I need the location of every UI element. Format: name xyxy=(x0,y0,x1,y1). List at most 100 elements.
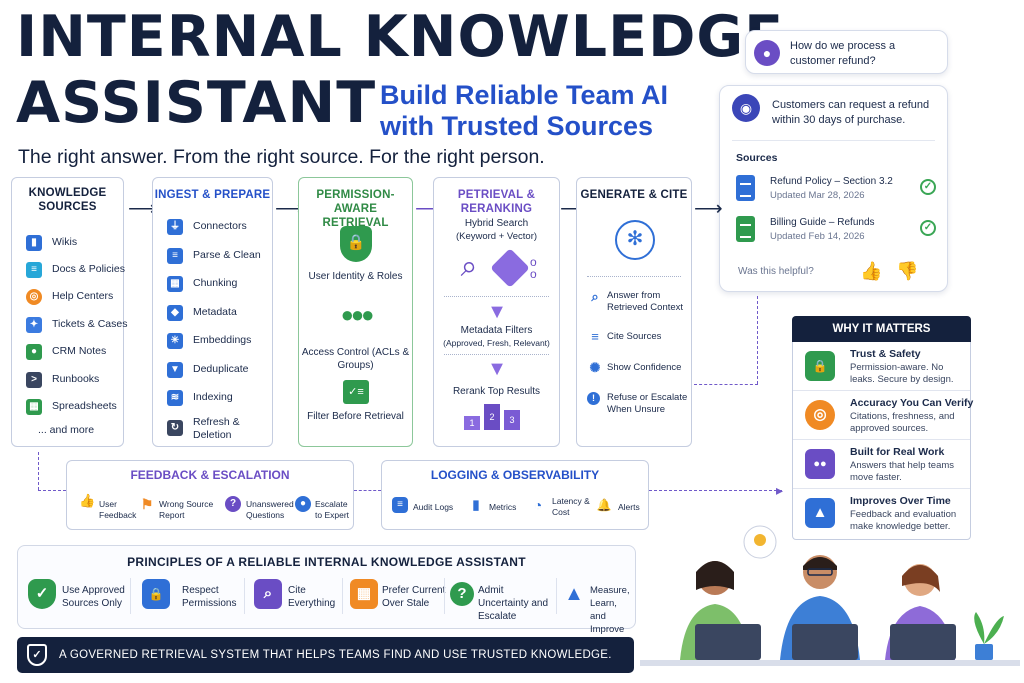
funnel-icon: ▼ xyxy=(487,358,507,380)
rank-bar: 2 xyxy=(484,404,500,430)
shield-lock-icon: 🔒 xyxy=(340,226,372,262)
why-row-title: Accuracy You Can Verify xyxy=(850,397,974,409)
dashed-connector xyxy=(649,490,782,491)
check-icon: ✓ xyxy=(920,179,936,195)
checklist-icon: ✓≡ xyxy=(343,380,369,404)
document-icon: ≡ xyxy=(167,248,183,264)
item-label: Wikis xyxy=(52,236,78,248)
generate-step: ! Refuse or Escalate When Unsure xyxy=(587,390,697,418)
source-item[interactable]: Billing Guide – Refunds Updated Feb 14, … xyxy=(736,216,936,244)
generate-step: ✺ Show Confidence xyxy=(587,359,697,379)
why-row-desc: Permission-aware. No leaks. Secure by de… xyxy=(850,362,954,385)
logging-item-label: Alerts xyxy=(618,502,640,512)
dashed-connector xyxy=(757,296,758,384)
person-hair xyxy=(696,561,734,590)
funnel-icon: ▼ xyxy=(487,301,507,323)
access-control-label: Access Control (ACLs & Groups) xyxy=(301,347,410,371)
hybrid-search-sub: (Keyword + Vector) xyxy=(455,231,538,242)
divider xyxy=(732,140,935,141)
tag-icon: ◆ xyxy=(167,305,183,321)
ingest-step: ▼ Deduplicate xyxy=(167,361,277,381)
knowledge-sources-title: KNOWLEDGE SOURCES xyxy=(28,187,107,213)
target-icon: ◎ xyxy=(805,400,835,430)
bell-icon: 🔔 xyxy=(596,498,612,512)
dashed-connector xyxy=(38,490,66,491)
bulb-icon: ✺ xyxy=(589,360,601,375)
item-label: Refresh & Deletion xyxy=(193,416,240,441)
generate-step: ⌕ Answer from Retrieved Context xyxy=(587,288,697,316)
ingest-title: INGEST & PREPARE xyxy=(154,189,271,201)
item-label: Spreadsheets xyxy=(52,400,117,412)
chart-icon: ▲ xyxy=(805,498,835,528)
source-title: Billing Guide – Refunds xyxy=(770,217,875,228)
item-label: CRM Notes xyxy=(52,345,107,357)
source-type-item: > Runbooks xyxy=(26,371,136,391)
user-avatar-icon: ● xyxy=(754,40,780,66)
vector-cube-icon xyxy=(490,248,530,288)
sources-heading: Sources xyxy=(736,152,778,164)
permission-retrieval-panel: PERMISSION-AWARE RETRIEVAL 🔒 User Identi… xyxy=(298,177,413,447)
logging-title: LOGGING & OBSERVABILITY xyxy=(430,468,600,482)
tagline: The right answer. From the right source.… xyxy=(18,146,545,168)
divider xyxy=(130,578,131,614)
generate-cite-panel: GENERATE & CITE ✻ ⌕ Answer from Retrieve… xyxy=(576,177,692,447)
permission-title: PERMISSION-AWARE RETRIEVAL xyxy=(316,189,395,229)
logging-observability-panel: LOGGING & OBSERVABILITY ≡ Audit Logs ▮ M… xyxy=(381,460,649,530)
item-label: Chunking xyxy=(193,277,238,289)
metadata-filters-sub: (Approved, Fresh, Relevant) xyxy=(443,338,550,348)
bar-chart-icon: ▮ xyxy=(472,497,480,512)
metadata-filters-label: Metadata Filters xyxy=(460,325,533,336)
dashed-connector xyxy=(38,452,39,490)
plant-pot xyxy=(975,644,993,660)
shield-check-icon: ✓ xyxy=(28,579,56,609)
gauge-icon: ◔ xyxy=(533,497,543,513)
logging-item-label: Metrics xyxy=(489,502,517,512)
sheet-icon: ▦ xyxy=(26,399,42,415)
footer-banner: ✓ A GOVERNED RETRIEVAL SYSTEM THAT HELPS… xyxy=(17,637,634,673)
team-illustration xyxy=(640,525,1020,666)
page-subtitle: Build Reliable Team AI with Trusted Sour… xyxy=(380,80,669,141)
knowledge-sources-panel: KNOWLEDGE SOURCES ▮ Wikis ≡ Docs & Polic… xyxy=(11,177,128,447)
filter-before-label: Filter Before Retrieval xyxy=(307,411,404,422)
ingest-step: ◆ Metadata xyxy=(167,304,277,324)
rerank-label: Rerank Top Results xyxy=(452,386,541,397)
principle-label: Respect Permissions xyxy=(182,585,237,609)
principle-label: Cite Everything xyxy=(288,585,336,609)
principles-title: PRINCIPLES OF A RELIABLE INTERNAL KNOWLE… xyxy=(127,555,526,569)
warning-icon: ! xyxy=(587,392,600,405)
person-hair xyxy=(902,565,940,592)
hybrid-search-label: Hybrid Search xyxy=(464,218,529,229)
user-lock-icon: 🔒 xyxy=(142,579,170,609)
lightbulb-icon xyxy=(754,534,766,546)
principle-label: Measure, Learn, and Improve xyxy=(590,585,630,635)
divider xyxy=(444,296,549,297)
ticket-icon: ✦ xyxy=(26,317,42,333)
source-type-item: ▦ Spreadsheets xyxy=(26,398,136,418)
question-icon: ? xyxy=(225,496,241,512)
item-label: ... and more xyxy=(38,424,95,436)
divider xyxy=(244,578,245,614)
item-label: Cite Sources xyxy=(607,331,662,342)
why-row-desc: Citations, freshness, and approved sourc… xyxy=(850,411,955,434)
divider xyxy=(556,578,557,614)
laptop-icon xyxy=(890,624,956,660)
shield-check-icon: ✓ xyxy=(27,644,47,666)
thumbs-up-icon[interactable]: 👍 xyxy=(860,261,883,281)
terminal-icon: > xyxy=(26,372,42,388)
magnifier-icon: ⌕ xyxy=(460,250,478,283)
feedback-item-label: Escalate to Expert xyxy=(315,499,350,520)
retrieval-reranking-panel: PETRIEVAL & RERANKING Hybrid Search (Key… xyxy=(433,177,560,447)
source-type-item: ≡ Docs & Policies xyxy=(26,261,136,281)
generate-step: ≡ Cite Sources xyxy=(587,328,697,348)
why-it-matters-panel: WHY IT MATTERS 🔒 Trust & Safety Permissi… xyxy=(792,316,974,540)
item-label: Refuse or Escalate When Unsure xyxy=(607,392,688,415)
why-row-title: Improves Over Time xyxy=(850,495,951,507)
source-title: Refund Policy – Section 3.2 xyxy=(770,176,893,187)
item-label: Tickets & Cases xyxy=(52,318,128,330)
divider xyxy=(342,578,343,614)
thumbs-down-icon[interactable]: 👎 xyxy=(896,261,919,281)
ingest-prepare-panel: INGEST & PREPARE ⏚ Connectors ≡ Parse & … xyxy=(152,177,273,447)
laptop-icon xyxy=(695,624,761,660)
source-item[interactable]: Refund Policy – Section 3.2 Updated Mar … xyxy=(736,175,936,203)
logging-item-label: Audit Logs xyxy=(413,502,454,512)
